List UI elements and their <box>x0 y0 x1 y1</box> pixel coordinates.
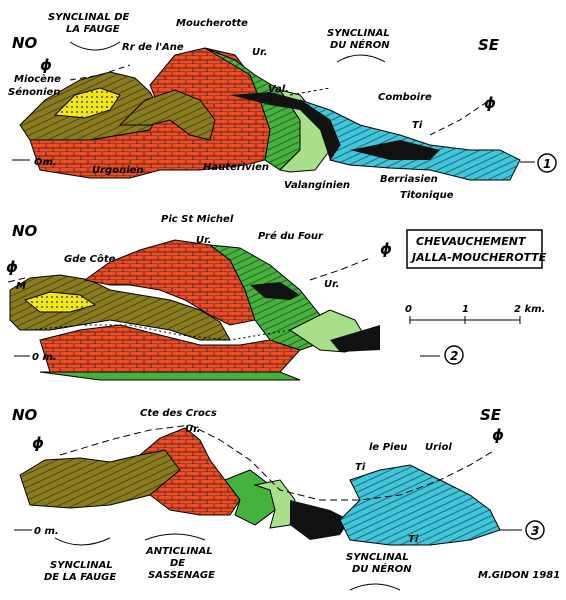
s2-number-circle <box>444 345 464 365</box>
s3-synclinal-neron-2: DU NÉRON <box>352 562 412 575</box>
s1-phi-left: ϕ <box>40 56 52 74</box>
s1-synclinal-neron-2: DU NÉRON <box>330 38 390 51</box>
s3-ur-label: Ur. <box>185 424 200 435</box>
s1-synclinal-neron-1: SYNCLINAL <box>327 28 390 39</box>
s3-synclinal-fauge-2: DE LA FAUGE <box>44 572 116 583</box>
s2-m-label: M <box>16 281 26 292</box>
s1-berriasien-label: Berriasien <box>380 174 438 185</box>
s3-uriol-label: Uriol <box>425 442 452 453</box>
s1-comboire-label: Comboire <box>378 92 432 103</box>
s3-se-label: SE <box>480 406 502 424</box>
s1-synclinal-fauge-1: SYNCLINAL DE <box>48 12 130 23</box>
s3-anticlinal-3: SASSENAGE <box>148 570 215 581</box>
s1-black-layer <box>230 92 340 160</box>
s3-number: 3 <box>531 524 539 538</box>
s1-phi-right: ϕ <box>484 94 496 112</box>
box-line-2: JALLA-MOUCHEROTTE <box>410 251 547 264</box>
s2-zero-label: 0 m. <box>32 352 57 363</box>
s1-no-label: NO <box>12 34 38 52</box>
section-1: NO SE SYNCLINAL DE LA FAUGE Rr de l'Ane … <box>8 12 557 201</box>
section-2: NO Pic St Michel Ur. Pré du Four Gde Côt… <box>6 214 464 381</box>
s3-ti2-label: Ti <box>408 534 419 545</box>
s2-gde-cote-label: Gde Côte <box>64 253 116 265</box>
s2-number: 2 <box>450 349 458 363</box>
s3-author: M.GIDON 1981 <box>478 570 560 581</box>
scale-1: 1 <box>462 304 469 315</box>
s1-ti-label: Ti <box>412 120 423 131</box>
s2-black-layer <box>250 282 300 300</box>
s1-hauterivien-label: Hauterivien <box>203 162 269 173</box>
box-line-1: CHEVAUCHEMENT <box>416 235 527 248</box>
s1-rr-ane-label: Rr de l'Ane <box>122 42 184 53</box>
s3-synclinal-fauge-1: SYNCLINAL <box>50 560 113 571</box>
scale-2: 2 km. <box>514 304 545 315</box>
s3-anticlinal-2: DE <box>170 558 185 569</box>
s2-ur-label: Ur. <box>196 235 211 246</box>
s1-miocene-label: Miocène <box>14 73 61 85</box>
s2-pre-four-label: Pré du Four <box>258 230 324 242</box>
s2-phi-left: ϕ <box>6 258 18 276</box>
s3-phi-left: ϕ <box>32 434 44 452</box>
s3-zero-label: 0 m. <box>34 526 59 537</box>
s1-synclinal-fauge-2: LA FAUGE <box>66 24 120 35</box>
s1-valanginien-label: Valanginien <box>284 180 350 191</box>
section-3: NO SE Cte des Crocs Ur. le Pieu Uriol Ti… <box>12 406 560 591</box>
s1-senonien-label: Sénonien <box>8 86 60 98</box>
s3-black-layer <box>290 500 350 540</box>
s3-ti-label: Ti <box>355 462 366 473</box>
overthrust-box: CHEVAUCHEMENT JALLA-MOUCHEROTTE <box>406 229 547 269</box>
s1-zero-label: Om. <box>34 157 57 168</box>
s3-valanginien-layer <box>253 479 296 529</box>
s3-no-label: NO <box>12 406 38 424</box>
s2-phi-right: ϕ <box>380 240 392 258</box>
s1-titonique-label: Titonique <box>400 190 454 201</box>
s3-le-pieu-label: le Pieu <box>369 442 407 453</box>
s3-anticlinal-1: ANTICLINAL <box>145 546 213 557</box>
s1-number: 1 <box>543 157 551 171</box>
s3-number-circle <box>525 520 545 540</box>
s1-urgonien-label: Urgonien <box>92 165 144 176</box>
s1-ur-label: Ur. <box>252 47 267 58</box>
s2-ur2-label: Ur. <box>324 279 339 290</box>
s3-synclinal-neron-1: SYNCLINAL <box>346 552 409 563</box>
s1-number-circle <box>537 153 557 173</box>
s3-phi-right: ϕ <box>492 426 504 444</box>
s1-se-label: SE <box>478 36 500 54</box>
s2-pic-label: Pic St Michel <box>161 214 234 225</box>
scale-bar: 0 1 2 km. <box>405 304 545 324</box>
scale-0: 0 <box>405 304 412 315</box>
s2-no-label: NO <box>12 222 38 240</box>
s1-val-label: Val. <box>268 84 289 95</box>
s3-cte-crocs-label: Cte des Crocs <box>140 408 217 419</box>
s1-moucherotte-label: Moucherotte <box>176 18 248 29</box>
